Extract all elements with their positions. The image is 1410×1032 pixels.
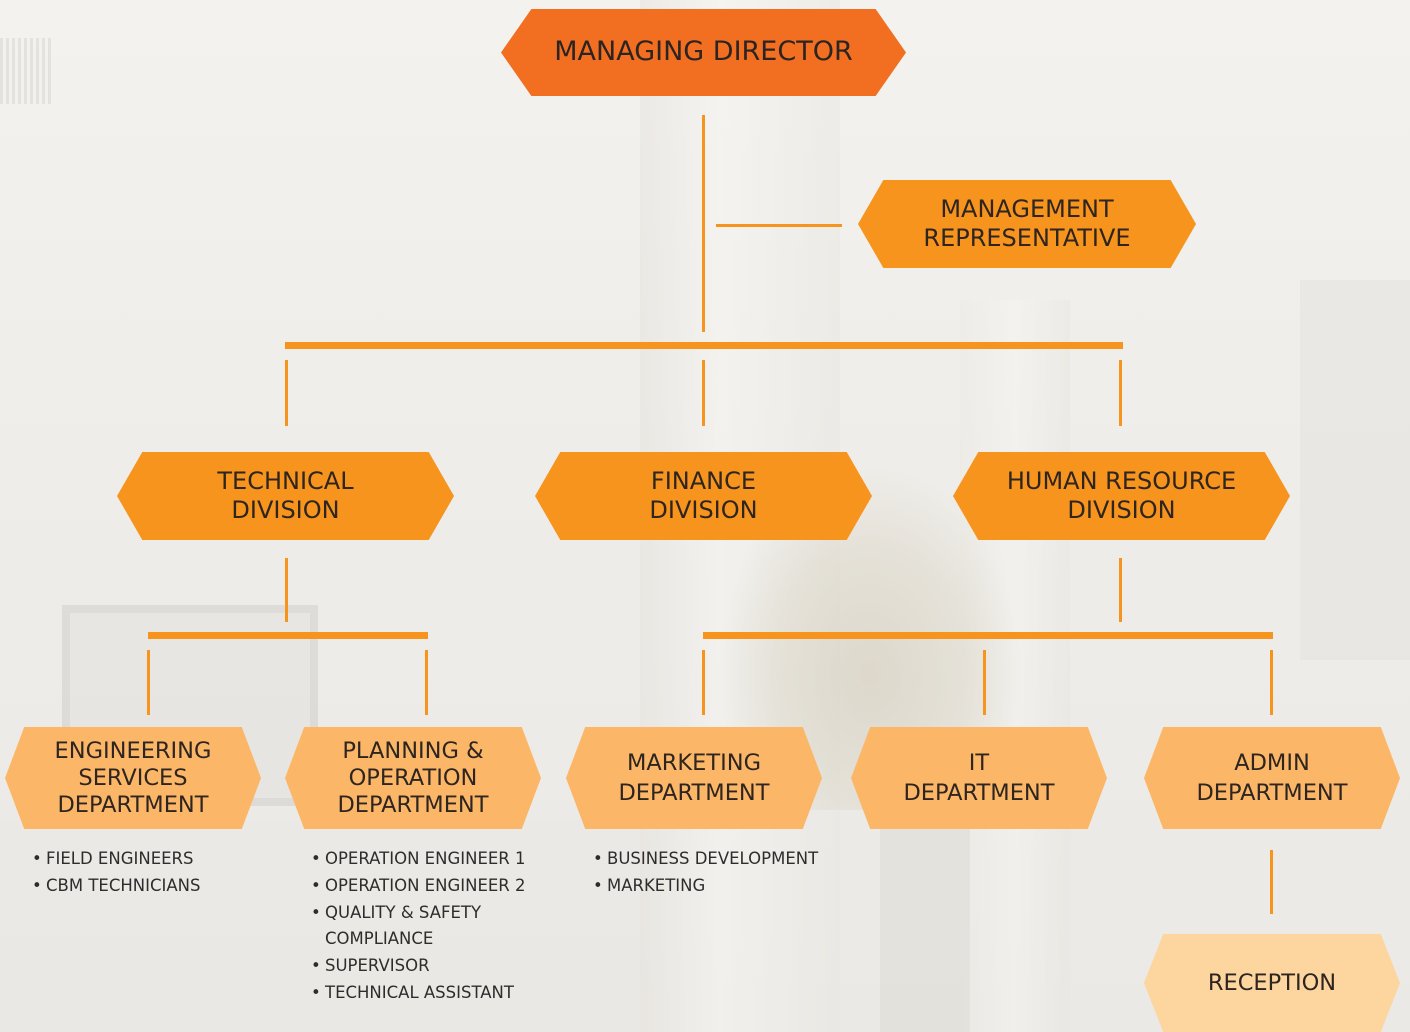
connector-technical-drop <box>285 360 288 426</box>
connector-mr-branch <box>716 224 842 227</box>
node-label-line: DEPARTMENT <box>1196 780 1348 806</box>
connector-hr-drop <box>1119 360 1122 426</box>
node-label-line: FINANCE <box>650 467 757 496</box>
node-label-line: MANAGEMENT <box>940 195 1114 224</box>
role-item: BUSINESS DEVELOPMENT <box>593 846 818 873</box>
node-finance-division: FINANCE DIVISION <box>535 452 872 540</box>
node-managing-director-label: MANAGING DIRECTOR <box>554 36 853 68</box>
node-marketing-department: MARKETING DEPARTMENT <box>566 727 822 829</box>
node-reception-label: RECEPTION <box>1207 969 1337 996</box>
node-planning-operation-department: PLANNING & OPERATION DEPARTMENT <box>285 727 541 829</box>
connector-hr-down <box>1119 558 1122 622</box>
connector-hr-depts-bar <box>703 632 1273 639</box>
marketing-roles-list: BUSINESS DEVELOPMENT MARKETING <box>593 846 818 900</box>
connector-technical-depts-bar <box>148 632 428 639</box>
node-admin-department: ADMIN DEPARTMENT <box>1144 727 1400 829</box>
role-item: TECHNICAL ASSISTANT <box>311 980 526 1007</box>
node-label-line: MARKETING <box>626 749 762 776</box>
node-label-line: IT <box>968 749 990 776</box>
node-label-line: TECHNICAL <box>217 467 354 496</box>
node-label-line: REPRESENTATIVE <box>923 224 1131 252</box>
ceiling-vent <box>0 38 52 104</box>
node-management-representative: MANAGEMENT REPRESENTATIVE <box>858 180 1196 268</box>
role-item: MARKETING <box>593 873 818 900</box>
node-label-line: PLANNING & <box>342 737 484 764</box>
connector-planning-drop <box>425 650 428 715</box>
node-label-line: DEPARTMENT <box>618 780 770 806</box>
node-label-line: DIVISION <box>231 496 340 524</box>
node-label-line: SERVICES <box>78 764 188 791</box>
node-label-line: DIVISION <box>649 496 758 524</box>
role-item: CBM TECHNICIANS <box>32 873 200 900</box>
node-label-line: ENGINEERING <box>54 737 212 764</box>
connector-it-drop <box>983 650 986 715</box>
role-item: OPERATION ENGINEER 2 <box>311 873 526 900</box>
node-technical-division: TECHNICAL DIVISION <box>117 452 454 540</box>
role-item: SUPERVISOR <box>311 953 526 980</box>
role-item: FIELD ENGINEERS <box>32 846 200 873</box>
planning-operation-roles-list: OPERATION ENGINEER 1 OPERATION ENGINEER … <box>311 846 526 1007</box>
node-label-line: DEPARTMENT <box>337 791 489 818</box>
connector-admin-drop <box>1270 650 1273 715</box>
connector-technical-down <box>285 558 288 622</box>
node-label-line: DEPARTMENT <box>57 791 209 818</box>
node-engineering-services-department: ENGINEERING SERVICES DEPARTMENT <box>5 727 261 829</box>
role-item: QUALITY & SAFETY <box>311 900 526 927</box>
connector-divisions-bar <box>285 342 1123 349</box>
connector-engineering-drop <box>147 650 150 715</box>
connector-admin-reception <box>1270 850 1273 914</box>
node-label-line: DIVISION <box>1067 496 1176 524</box>
node-label-line: HUMAN RESOURCE <box>1006 467 1237 496</box>
node-human-resource-division: HUMAN RESOURCE DIVISION <box>953 452 1290 540</box>
node-label-line: ADMIN <box>1234 749 1310 776</box>
background-plant-pot <box>880 800 970 1032</box>
node-managing-director: MANAGING DIRECTOR <box>501 9 906 96</box>
engineering-services-roles-list: FIELD ENGINEERS CBM TECHNICIANS <box>32 846 200 900</box>
background-glass-wall <box>1300 280 1410 660</box>
role-item: OPERATION ENGINEER 1 <box>311 846 526 873</box>
connector-md-down <box>702 115 705 332</box>
connector-finance-drop <box>702 360 705 426</box>
node-it-department: IT DEPARTMENT <box>851 727 1107 829</box>
connector-marketing-drop <box>702 650 705 715</box>
node-label-line: DEPARTMENT <box>903 780 1055 806</box>
node-reception: RECEPTION <box>1144 934 1400 1032</box>
role-item-continuation: COMPLIANCE <box>325 929 434 949</box>
node-label-line: OPERATION <box>348 764 478 791</box>
